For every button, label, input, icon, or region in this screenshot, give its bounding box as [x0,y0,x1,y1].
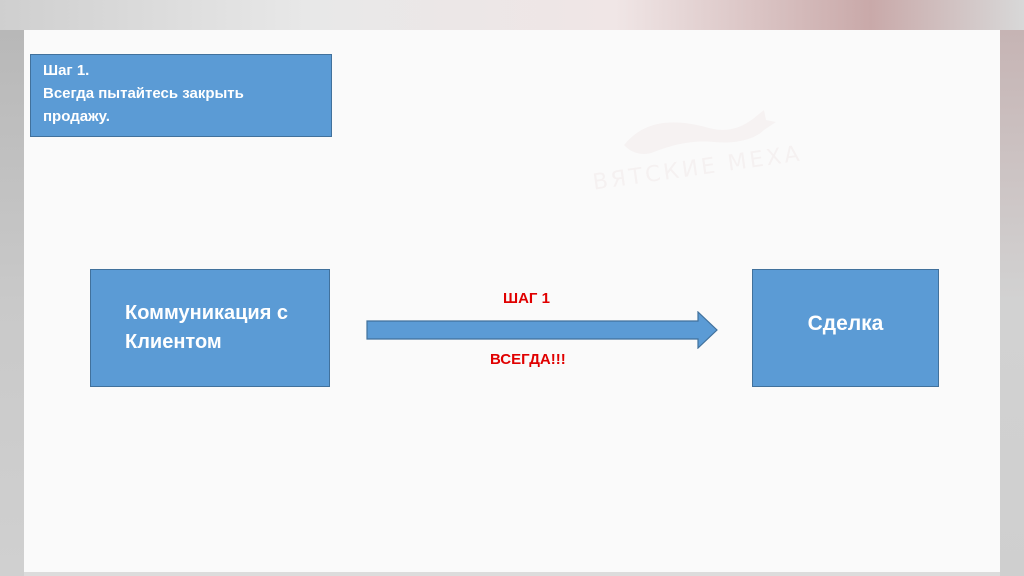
background-right-strip [1000,30,1024,576]
communication-box-line: Клиентом [125,331,222,353]
step-note-box: Шаг 1. Всегда пытайтесь закрыть продажу. [30,54,332,137]
arrow-label-step: ШАГ 1 [503,290,550,307]
communication-box-line: Коммуникация с [125,302,289,324]
communication-box: Коммуникация с Клиентом [90,269,330,387]
step-note-line: продажу. [43,108,110,125]
deal-box-label: Сделка [807,312,884,335]
background-top-band [0,0,1024,30]
deal-box: Сделка [752,269,939,387]
communication-box-text: Коммуникация с Клиентом [125,299,288,357]
fox-logo-icon [624,110,776,154]
flow-arrow-shape [366,311,718,349]
step-note-line: Шаг 1. [43,62,90,79]
brand-watermark: ВЯТСКИЕ МЕХА [584,100,804,200]
step-note-line: Всегда пытайтесь закрыть [43,85,244,102]
background-left-strip [0,30,24,576]
flow-arrow [366,311,718,349]
arrow-label-always: ВСЕГДА!!! [490,351,566,368]
